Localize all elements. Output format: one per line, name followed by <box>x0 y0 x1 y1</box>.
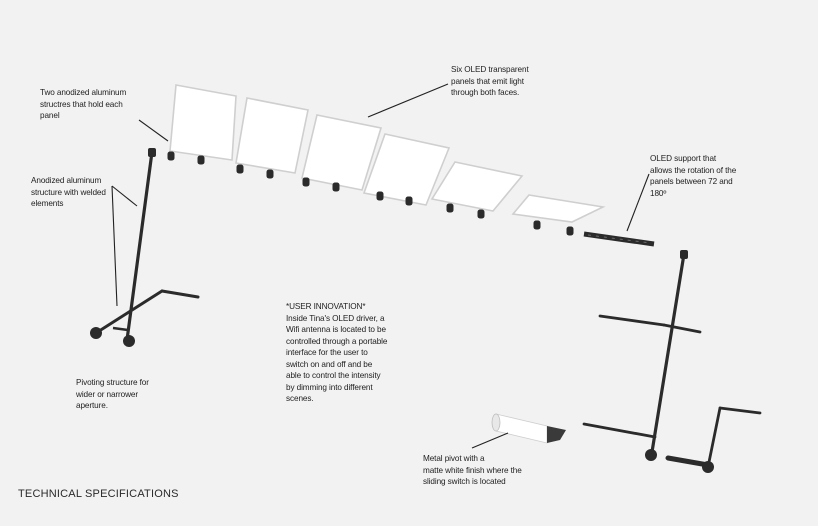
right-base-arm <box>706 406 722 469</box>
left-wheel-front <box>123 335 135 347</box>
panel-3-holder-1 <box>302 177 310 187</box>
right-arm-lower <box>582 422 657 439</box>
metal-pivot <box>491 413 566 444</box>
left-wheel-back <box>90 327 102 339</box>
panel-3-holder-2 <box>332 182 340 192</box>
left-base-brace <box>112 326 129 332</box>
leader-lines <box>111 83 650 449</box>
panel-2-holder-1 <box>236 164 244 174</box>
right-wheel-back <box>645 449 657 461</box>
annotation-welded-structure: Anodized aluminum structure with welded … <box>31 176 106 208</box>
right-base-connector <box>665 455 711 468</box>
left-upright-post <box>125 150 154 342</box>
oled-panel-1 <box>169 84 237 161</box>
annotation-metal-pivot: Metal pivot with a matte white finish wh… <box>423 454 522 486</box>
oled-support-bar-detail <box>587 234 651 244</box>
right-post-cap <box>680 250 688 259</box>
oled-panel-3 <box>301 114 383 191</box>
annotation-oled-panels: Six OLED transparent panels that emit li… <box>451 65 529 97</box>
annotation-oled-support: OLED support that allows the rotation of… <box>650 154 737 198</box>
panel-4-holder-1 <box>376 191 384 201</box>
right-arm-upper <box>598 314 666 327</box>
right-base-arm-end <box>718 406 762 415</box>
right-upright-post <box>650 252 686 454</box>
right-wheel-front <box>702 461 714 473</box>
oled-panels <box>167 84 606 236</box>
annotation-aluminum-holders: Two anodized aluminum structres that hol… <box>40 88 127 120</box>
panel-6-holder-1 <box>533 220 541 230</box>
panel-2-holder-2 <box>266 169 274 179</box>
oled-panel-5 <box>430 161 524 212</box>
oled-panel-4 <box>362 133 451 206</box>
panel-6-holder-2 <box>566 226 574 236</box>
annotation-user-innovation: *USER INNOVATION* Inside Tina's OLED dri… <box>286 302 388 403</box>
right-arm-upper-2 <box>662 323 702 334</box>
oled-support-bar <box>583 231 655 247</box>
annotation-pivoting-structure: Pivoting structure for wider or narrower… <box>76 378 149 410</box>
oled-panel-2 <box>235 97 309 174</box>
panel-5-holder-1 <box>446 203 454 213</box>
panel-4-holder-2 <box>405 196 413 206</box>
panel-5-holder-2 <box>477 209 485 219</box>
left-base-arm <box>94 289 164 335</box>
left-base-arm-end <box>160 289 200 299</box>
oled-panel-6 <box>511 194 606 223</box>
panel-1-holder-2 <box>197 155 205 165</box>
panel-1-holder-1 <box>167 151 175 161</box>
technical-specifications-title: TECHNICAL SPECIFICATIONS <box>18 488 179 500</box>
left-post-cap <box>148 148 156 157</box>
aluminum-frame <box>90 148 762 473</box>
